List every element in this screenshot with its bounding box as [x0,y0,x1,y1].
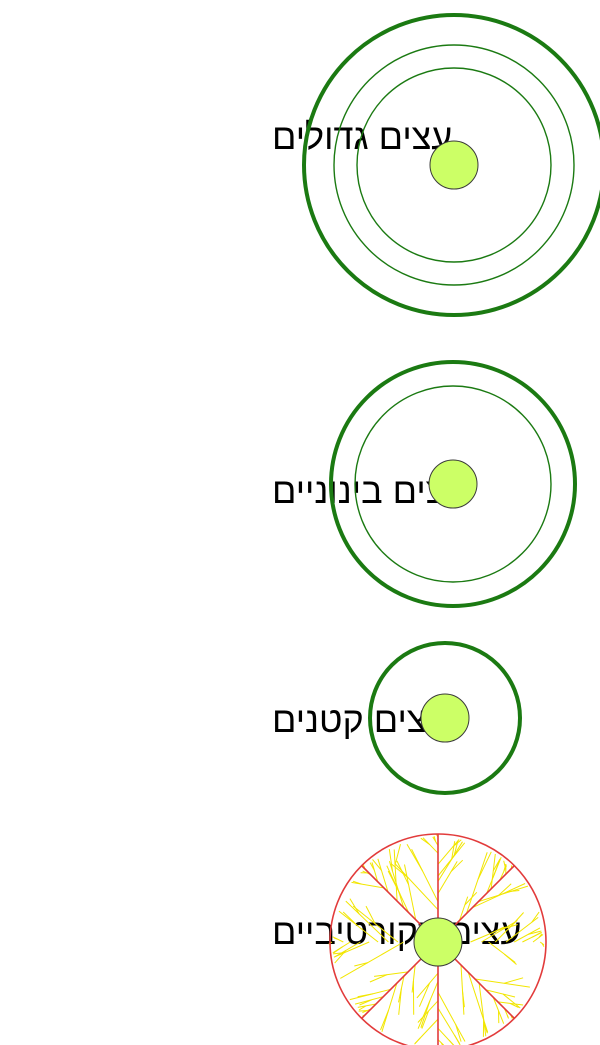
decorative-branch-line [374,972,408,977]
decorative-branch-line [407,844,423,871]
decorative-branch-line [389,849,392,871]
decorative-branch-line [419,983,429,1007]
decorative-branch-line [478,852,491,880]
decorative-branch-line [412,849,438,902]
decorative-branch-line [417,973,438,998]
decorative-branch-line [438,992,465,1041]
legend-row-decorative: עצים דקורטיביים [272,834,546,1045]
legend-row-medium: עצים בינוניים [272,362,575,606]
decorative-branch-line [358,994,373,997]
decorative-branch-line [438,1040,444,1045]
decorative-branch-line [423,838,438,854]
decorative-branch-line [415,1038,421,1045]
legend-label-large: עצים גדולים [272,116,452,157]
decorative-branch-line [381,1010,389,1030]
decorative-branch-line [504,978,523,984]
decorative-branch-line [449,1040,455,1045]
decorative-branch-line [507,1015,508,1018]
decorative-branch-line [491,854,495,889]
legend-row-large: עצים גדולים [272,15,600,315]
decorative-branch-line [475,979,530,987]
decorative-branch-line [359,1011,368,1012]
decorative-branch-line [540,942,544,945]
decorative-branch-line [461,965,464,1015]
decorative-branch-line [504,954,516,964]
legend-row-small: עצים קטנים [272,643,520,793]
tree-crown-large-icon [304,15,600,315]
decorative-branch-line [421,838,430,844]
decorative-branch-line [466,852,487,913]
